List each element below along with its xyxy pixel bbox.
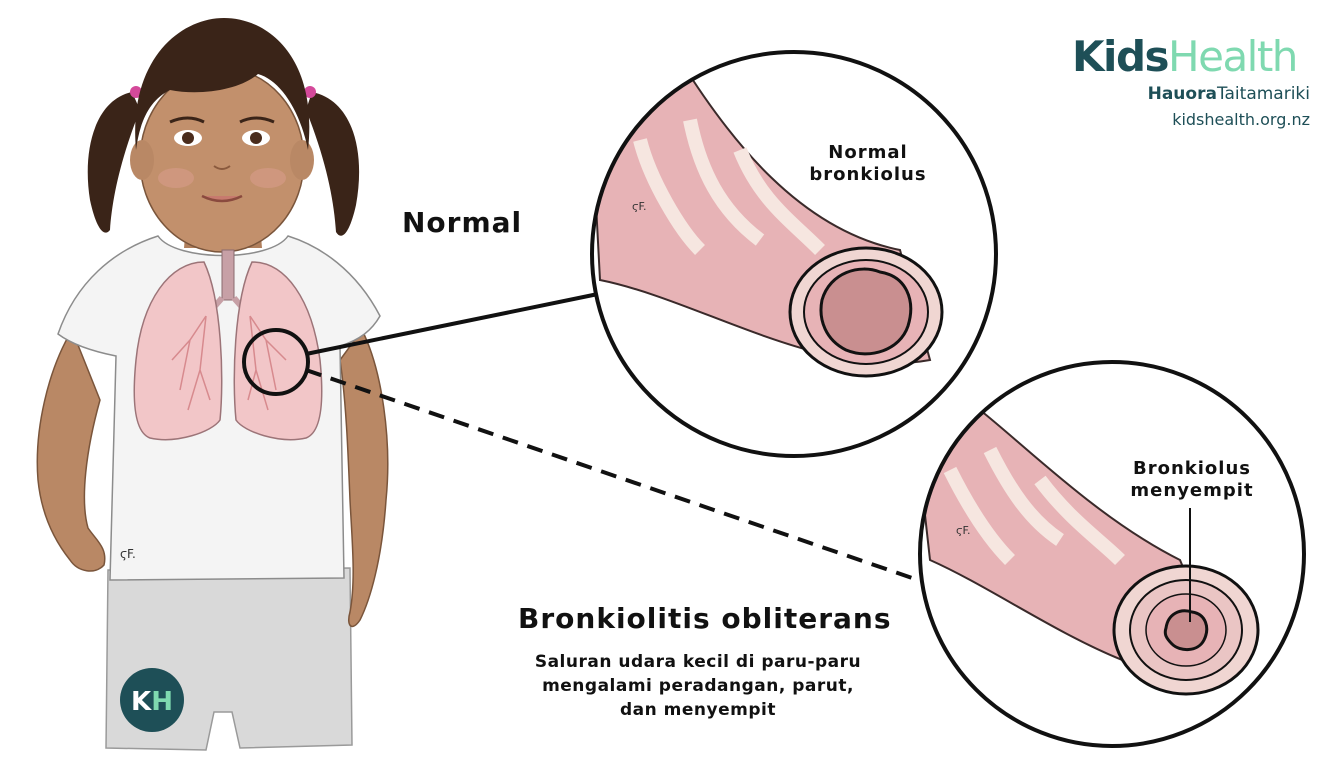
description-line-1: Saluran udara kecil di paru-paru: [534, 652, 862, 672]
hair: [135, 18, 310, 150]
normal-heading: Normal: [402, 206, 523, 239]
narrowed-bronchiole-label-line1: Bronkiolus: [1133, 458, 1251, 479]
logo-url[interactable]: kidshealth.org.nz: [1172, 110, 1310, 129]
right-lung: [233, 261, 323, 441]
kidshealth-logo[interactable]: KidsHealth: [1072, 36, 1298, 78]
left-arm: [36, 328, 106, 572]
logo-subtitle-bold: Hauora: [1147, 84, 1217, 104]
condition-title: Bronkiolitis obliterans: [518, 602, 892, 635]
logo-health-text: Health: [1168, 32, 1298, 81]
logo-kids-text: Kids: [1072, 32, 1170, 81]
normal-bronchiole-circle: ϛF.: [590, 50, 998, 458]
circle-signature-2: ϛF.: [956, 524, 971, 537]
lungs: [133, 249, 323, 441]
description-line-2: mengalami peradangan, parut,: [542, 676, 854, 696]
connector-narrowed: [305, 368, 919, 582]
logo-subtitle-rest: Taitamariki: [1216, 84, 1310, 104]
kh-badge-text: KH: [131, 687, 173, 717]
narrowed-bronchiole-circle: ϛF.: [918, 360, 1306, 748]
normal-bronchiole-label: Normal bronkiolus: [796, 142, 940, 186]
face: [139, 67, 305, 253]
narrowed-bronchiole-label-line2: menyempit: [1130, 480, 1254, 501]
condition-description: Saluran udara kecil di paru-paru mengala…: [508, 650, 888, 722]
description-line-3: dan menyempit: [620, 700, 776, 720]
left-lung: [133, 261, 223, 441]
artist-signature: ϛF.: [120, 547, 136, 561]
child-illustration: KH ϛF.: [36, 18, 389, 751]
circle-signature: ϛF.: [632, 200, 647, 213]
right-pigtail: [306, 92, 360, 236]
normal-bronchiole-label-line1: Normal: [828, 142, 908, 163]
normal-bronchiole-label-line2: bronkiolus: [809, 164, 927, 185]
left-pigtail: [87, 92, 140, 233]
narrowed-bronchiole-label: Bronkiolus menyempit: [1112, 458, 1272, 502]
kh-badge: [120, 668, 184, 732]
connector-normal: [305, 292, 599, 356]
logo-subtitle: HauoraTaitamariki: [1148, 86, 1310, 103]
right-arm: [339, 328, 389, 628]
lung-highlight-circle: [242, 328, 310, 396]
